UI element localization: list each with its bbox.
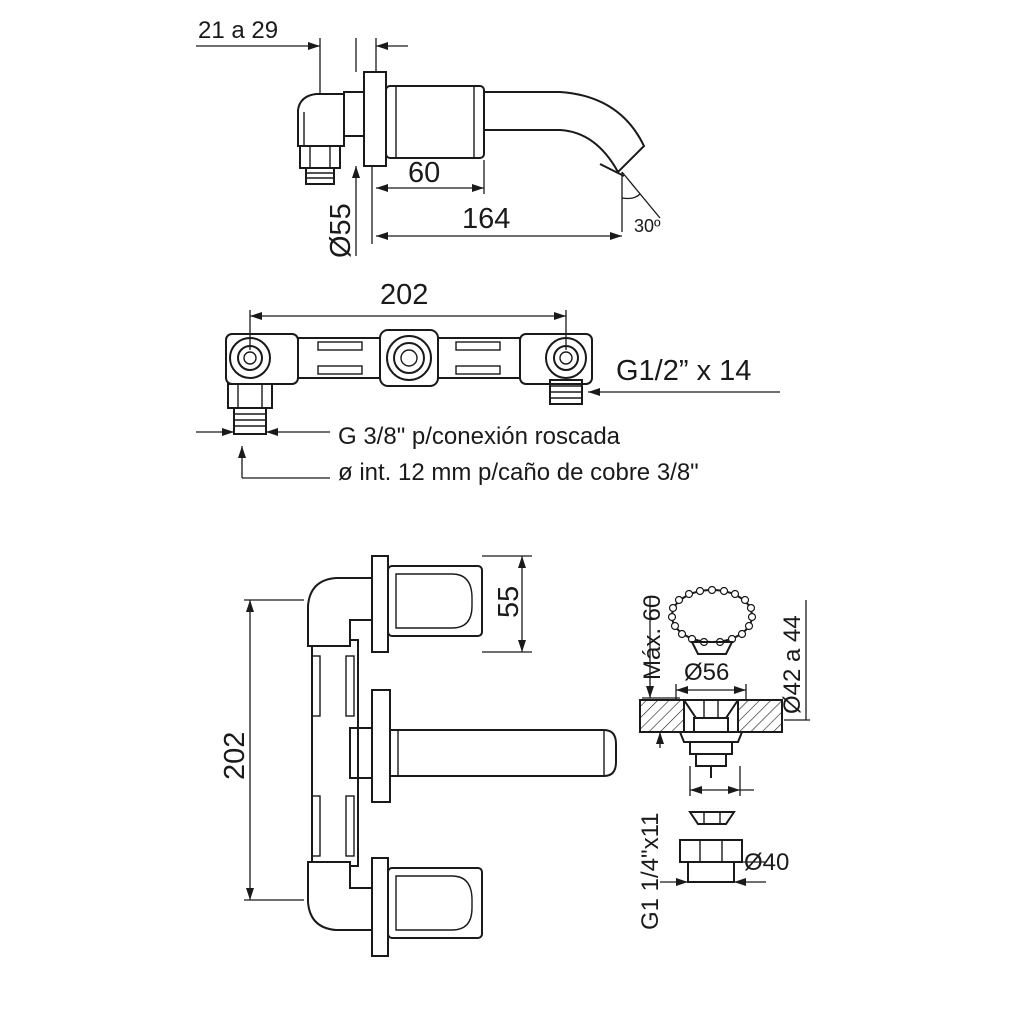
front-bottom-handle — [387, 867, 483, 939]
front-top-handle — [387, 565, 483, 637]
drain-nut-bottom — [687, 861, 735, 883]
front-bottom-elbow — [307, 861, 373, 931]
side-collar — [343, 91, 365, 137]
top-view: 202 G1 — [196, 279, 780, 486]
drain-detail: Máx. 60 Ø56 Ø42 a 44 G1 1/4"x11 — [637, 585, 810, 930]
side-spout-curve — [484, 91, 646, 174]
side-wall-plate — [363, 71, 387, 167]
side-hex-nut — [299, 145, 341, 169]
side-view: 21 a 29 60 164 Ø55 30º — [196, 17, 661, 258]
drain-basin-right — [737, 699, 783, 733]
drain-nut-top — [679, 839, 743, 863]
top-right-bar — [437, 337, 521, 379]
front-spout — [390, 729, 617, 777]
drain-washer — [688, 811, 736, 825]
side-angle-label: 30º — [634, 216, 661, 236]
drain-max-height: Máx. 60 — [639, 595, 666, 680]
side-elbow — [297, 93, 345, 147]
drain-basin-left — [639, 699, 685, 733]
side-dim-plate-diameter: Ø55 — [325, 203, 357, 258]
front-dim-handle-height: 55 — [493, 586, 525, 618]
drain-flange — [682, 699, 740, 719]
drain-popup-cap — [667, 585, 757, 655]
drain-thread-spec: G1 1/4"x11 — [637, 813, 664, 930]
top-left-thread — [233, 407, 267, 435]
side-dim-spout-body: 60 — [408, 157, 440, 189]
front-dim-height: 202 — [219, 732, 251, 780]
top-center-body — [379, 329, 439, 387]
top-left-nut — [227, 383, 273, 409]
side-angle-arc — [621, 193, 641, 200]
drain-hole-diameter: Ø42 a 44 — [779, 615, 806, 714]
top-dim-width: 202 — [380, 279, 428, 311]
side-thread-stub — [305, 167, 335, 185]
top-outlet-thread: G1/2” x 14 — [616, 355, 751, 387]
drain-nut-diameter: Ø40 — [744, 849, 789, 876]
drain-flange-diameter: Ø56 — [684, 659, 729, 686]
side-spout-body — [385, 85, 485, 159]
front-bottom-plate — [371, 857, 389, 957]
side-dim-wall-depth: 21 a 29 — [198, 17, 278, 44]
front-top-plate — [371, 555, 389, 653]
front-view: 202 55 — [219, 555, 617, 957]
top-right-body — [519, 333, 593, 385]
top-inlet-thread: G 3/8" p/conexión roscada — [338, 423, 621, 450]
top-left-bar — [297, 337, 381, 379]
drain-gasket — [678, 731, 744, 743]
front-spout-plate — [371, 689, 391, 803]
front-pipe — [311, 639, 359, 867]
side-dim-spout-length: 164 — [462, 203, 510, 235]
top-copper-pipe: ø int. 12 mm p/caño de cobre 3/8" — [338, 459, 699, 486]
front-top-elbow — [307, 577, 373, 647]
